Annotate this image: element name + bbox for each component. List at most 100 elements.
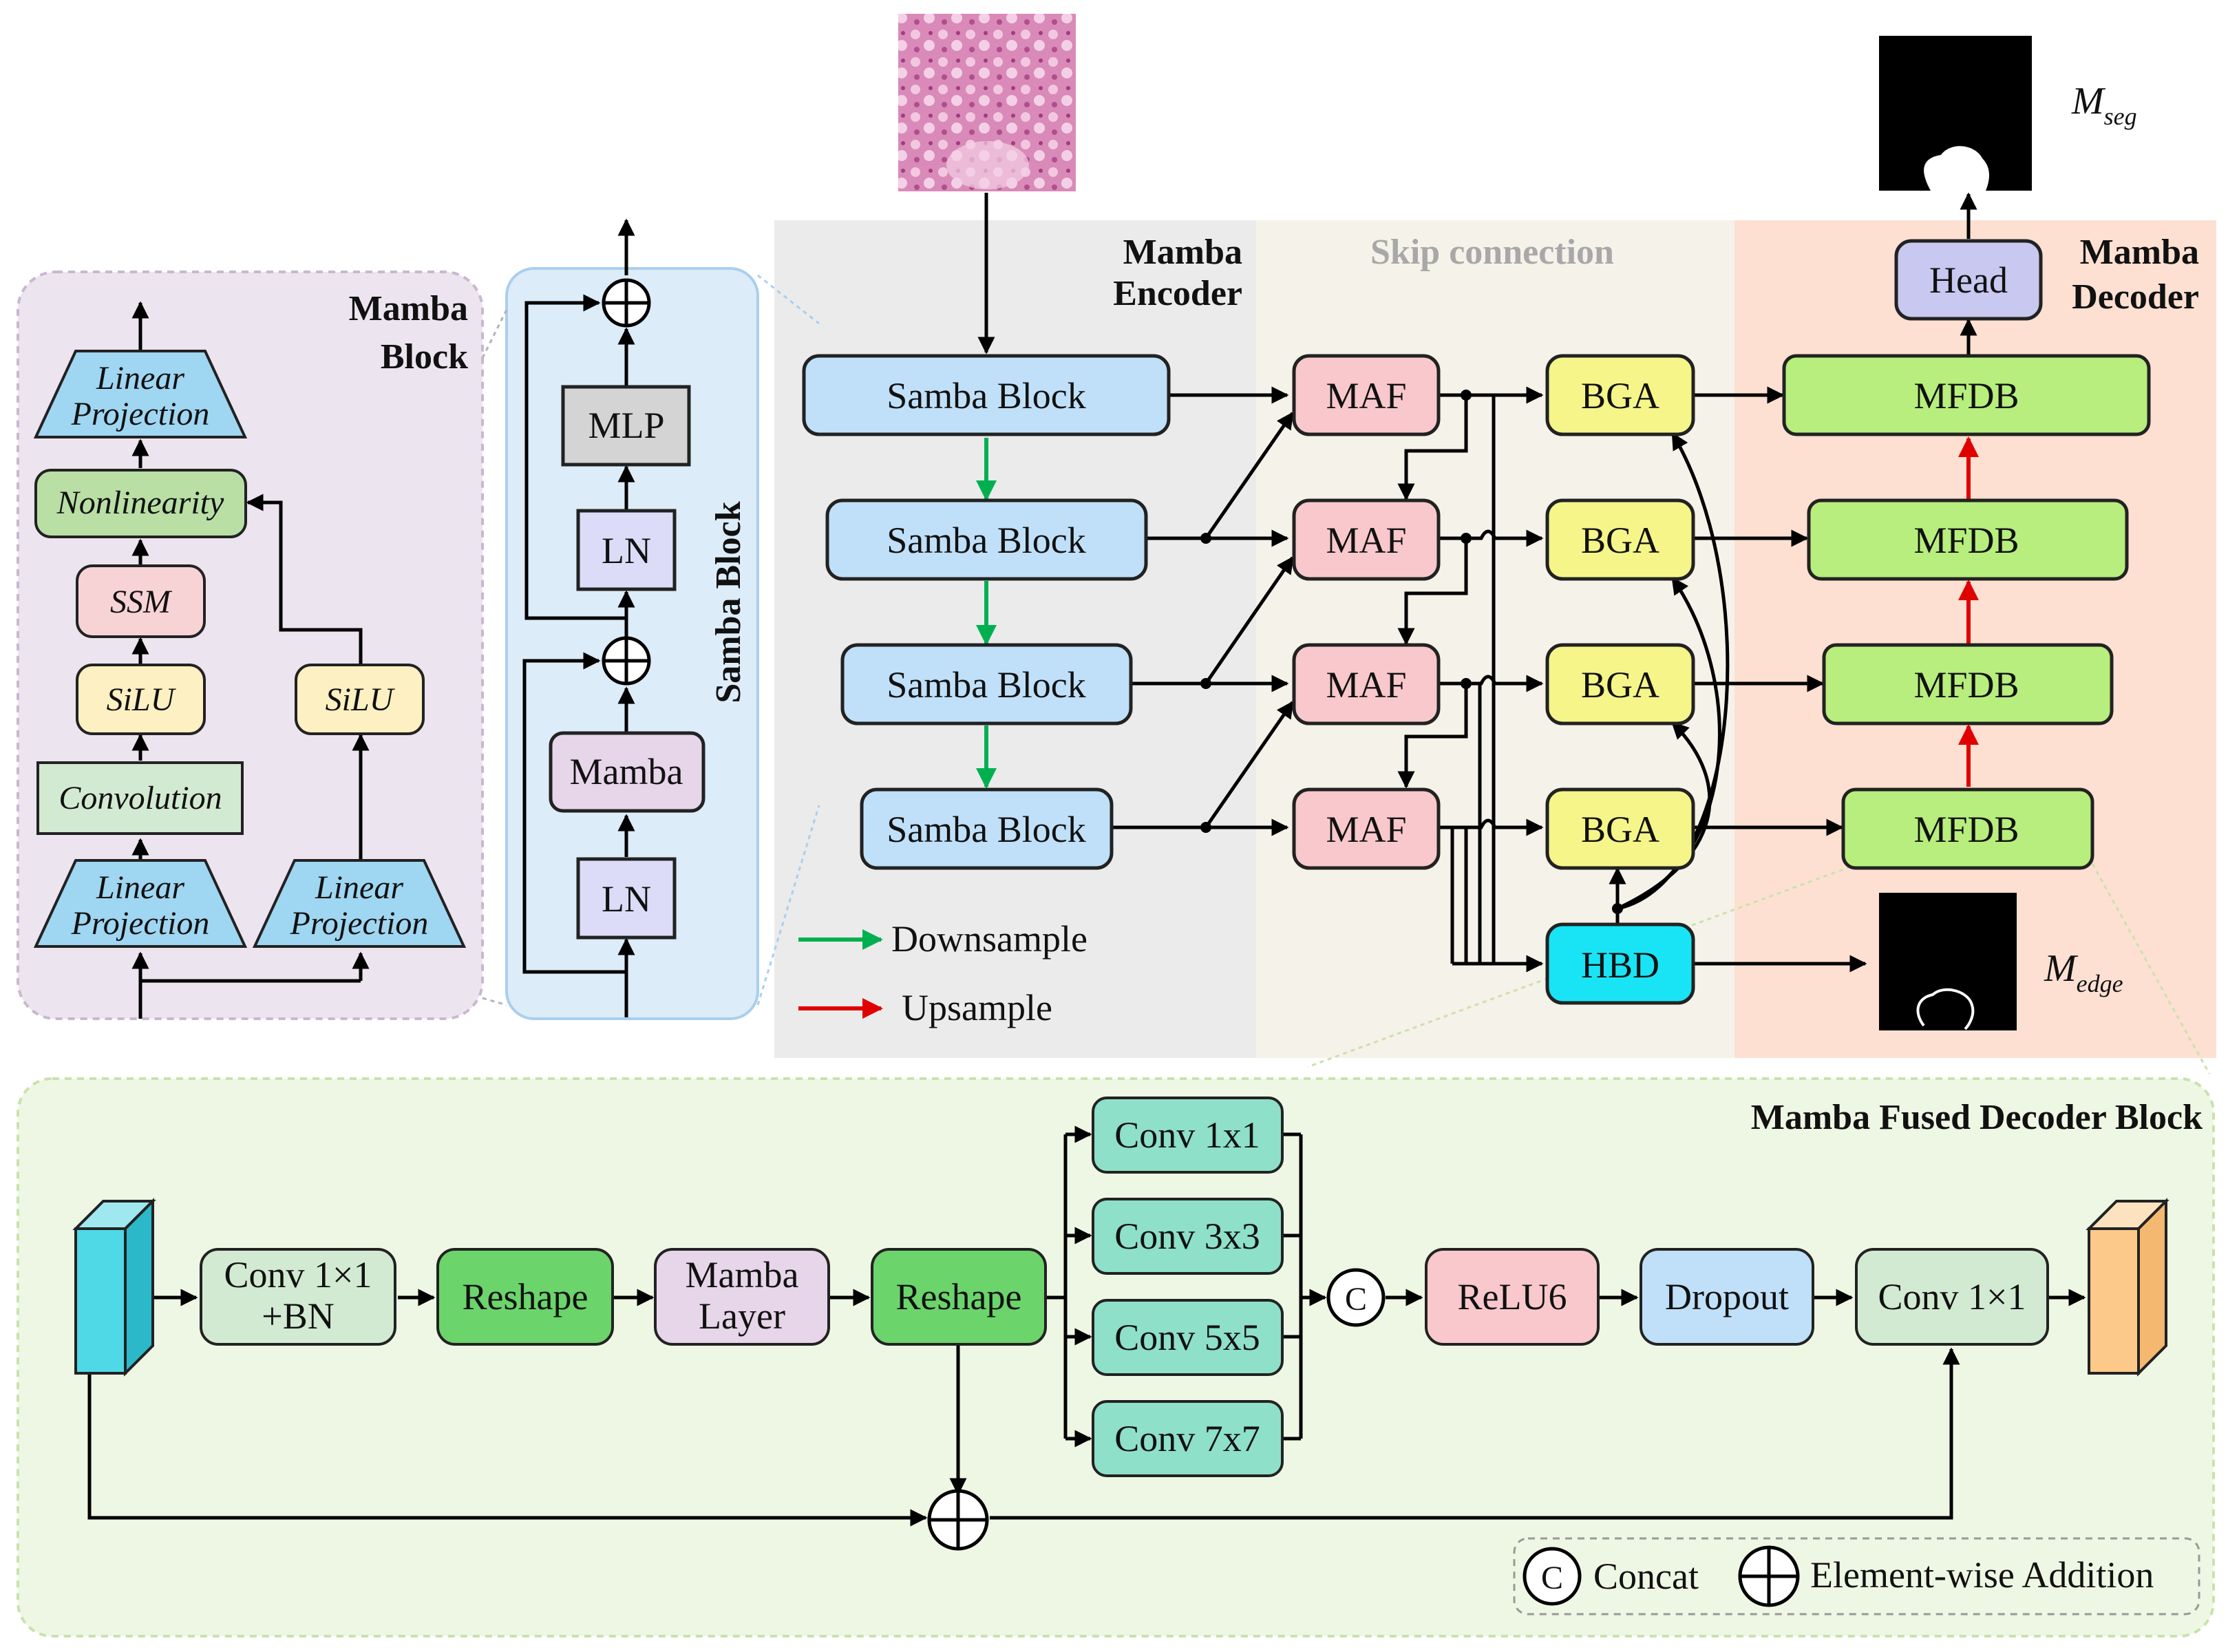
maf-3: [1292, 643, 1441, 726]
bga-3-label: BGA: [1581, 664, 1659, 706]
conv1-bn-box: [200, 1248, 396, 1346]
ln-bottom-label: LN: [602, 878, 651, 920]
conv-branch-1-label: Conv 1x1: [1114, 1114, 1260, 1156]
downsample-legend-label: Downsample: [891, 918, 1088, 960]
samba-block-1-label: Samba Block: [887, 375, 1085, 416]
head-box: [1894, 239, 2043, 321]
concat-icon-label: C: [1345, 1281, 1367, 1317]
upsample-legend-label: Upsample: [902, 987, 1052, 1028]
mfdb-detail-title: Mamba Fused Decoder Block: [1751, 1098, 2203, 1137]
mfdb-2-label: MFDB: [1913, 520, 2019, 561]
conv-final-box: [1855, 1248, 2049, 1346]
head-label: Head: [1929, 260, 2008, 301]
conv1-bn-label1: Conv 1×1: [224, 1254, 372, 1295]
reshape-1-box: [436, 1248, 614, 1346]
conv-branch-2-label: Conv 3x3: [1114, 1216, 1260, 1257]
mamba-layer-label2: Layer: [699, 1295, 785, 1337]
edge-mask-image: [1916, 988, 1975, 1030]
reshape-1-label: Reshape: [463, 1276, 588, 1317]
mfdb-4: [1841, 787, 2094, 870]
mfdb-1: [1782, 354, 2151, 436]
maf-1: [1292, 354, 1441, 436]
bga-4-label: BGA: [1581, 809, 1659, 850]
conv-branch-2: [1092, 1198, 1284, 1275]
maf-2-label: MAF: [1326, 520, 1406, 561]
mlp-box: [561, 385, 691, 467]
add-icon: [602, 636, 651, 686]
encoder-title-line2: Encoder: [1113, 274, 1242, 313]
maf-2: [1292, 498, 1441, 581]
hbd-box: [1545, 922, 1695, 1005]
nonlinearity-label: Nonlinearity: [56, 485, 224, 521]
input-feature-map: [72, 1198, 156, 1377]
linear-projection-top-label2: Projection: [71, 396, 210, 432]
zoom-guide: [1307, 862, 1859, 1068]
linear-projection-left-label2: Projection: [71, 905, 210, 942]
maf-1-label: MAF: [1326, 375, 1406, 416]
conv-branch-3: [1092, 1299, 1284, 1376]
addition-legend-icon: [1738, 1545, 1800, 1607]
zoom-guide: [482, 997, 507, 1006]
mamba-block-title-line2: Block: [381, 337, 468, 377]
ln-top-label: LN: [602, 530, 651, 571]
concat-legend-symbol: C: [1541, 1560, 1563, 1596]
add-icon: [927, 1489, 989, 1551]
convolution-box: [36, 761, 244, 835]
maf-4: [1292, 787, 1441, 870]
mamba-layer-box: [654, 1248, 830, 1346]
relu6-label: ReLU6: [1458, 1276, 1567, 1317]
samba-block-vertical-title: Samba Block: [709, 501, 748, 703]
linear-projection-right-label2: Projection: [290, 905, 429, 942]
bga-2-label: BGA: [1581, 520, 1659, 561]
zoom-guide: [756, 805, 820, 1006]
skip-title: Skip connection: [1370, 233, 1614, 272]
mfdb-3-label: MFDB: [1913, 664, 2019, 706]
mamba-layer-label1: Mamba: [686, 1254, 799, 1295]
linear-projection-left: [33, 859, 248, 948]
relu6-box: [1425, 1248, 1600, 1346]
conv-branch-4-label: Conv 7x7: [1114, 1418, 1260, 1459]
mfdb-1-label: MFDB: [1913, 375, 2019, 416]
hbd-label: HBD: [1581, 944, 1659, 986]
bga-2: [1545, 498, 1695, 581]
add-icon: [602, 278, 651, 328]
samba-block-1: [802, 354, 1171, 436]
edge-mask-image: [1879, 893, 2017, 1030]
bga-1: [1545, 354, 1695, 436]
conv-final-label: Conv 1×1: [1878, 1276, 2026, 1317]
concat-icon: [1326, 1268, 1386, 1327]
nonlinearity-box: [34, 469, 247, 538]
dropout-label: Dropout: [1665, 1276, 1789, 1317]
conv-branch-3-label: Conv 5x5: [1114, 1317, 1260, 1358]
m-seg-label: Mseg: [2071, 80, 2137, 130]
samba-block-4-label: Samba Block: [887, 809, 1085, 850]
samba-block-3: [840, 643, 1133, 726]
reshape-2-label: Reshape: [896, 1276, 1022, 1317]
segmentation-mask-image: [1924, 146, 1989, 191]
silu-right-box: [295, 664, 425, 735]
bottom-legend: [1513, 1537, 2200, 1616]
mfdb-3: [1822, 643, 2114, 726]
mfdb-4-label: MFDB: [1913, 809, 2019, 850]
encoder-title-line1: Mamba: [1123, 233, 1242, 272]
conv-branch-1: [1092, 1097, 1284, 1174]
mamba-box: [549, 731, 705, 813]
bga-4: [1545, 787, 1695, 870]
maf-4-label: MAF: [1326, 809, 1406, 850]
input-histology-image: [946, 141, 1029, 189]
samba-block-4: [860, 787, 1114, 870]
concat-legend-icon: [1523, 1547, 1582, 1606]
zoom-guide: [481, 309, 508, 359]
decoder-title-line2: Decoder: [2072, 277, 2199, 317]
silu-left-box: [76, 664, 206, 735]
linear-projection-right: [252, 859, 467, 948]
linear-projection-right-label1: Linear: [315, 869, 403, 906]
linear-projection-top-label1: Linear: [96, 360, 184, 396]
mamba-label: Mamba: [570, 751, 683, 792]
silu-right-label: SiLU: [326, 681, 396, 718]
maf-3-label: MAF: [1326, 664, 1406, 706]
mfdb-2: [1807, 498, 2129, 581]
bga-3: [1545, 643, 1695, 726]
convolution-label: Convolution: [59, 780, 222, 816]
ln-bottom-box: [576, 857, 677, 940]
